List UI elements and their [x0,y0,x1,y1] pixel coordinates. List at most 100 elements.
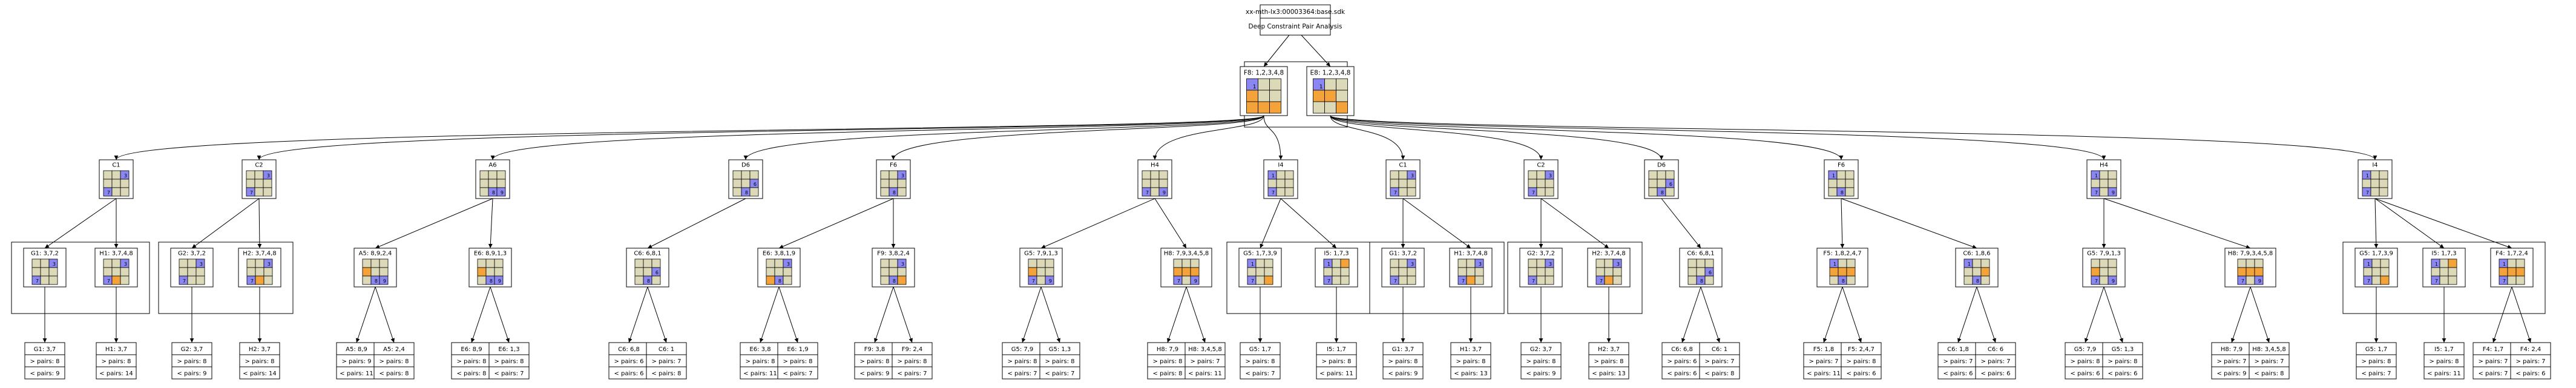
cell-number: 1 [1832,173,1835,179]
node-label: I5: 1,7,3 [1324,251,1349,257]
leaf-lesser-pairs: < pairs: 6 [1846,370,1876,377]
node-label: H4 [2100,162,2108,169]
grid-cell [2380,275,2390,285]
leaf-greater-pairs: > pairs: 8 [494,358,524,365]
tree-edge [257,115,1264,160]
grid-cell [1648,187,1658,197]
grid-cell [880,258,890,268]
cell-number: 6 [656,270,659,275]
leaf-node: G5: 1,7> pairs: 8< pairs: 7 [2356,342,2397,380]
tree-edge [2085,286,2104,343]
leaf-box [1184,342,1226,380]
grid-cell [1398,275,1408,285]
leaf-pair: A5: 8,9 [346,346,367,353]
grid-cell [488,170,498,180]
grid-cell [741,179,751,188]
grid-cell [496,187,506,197]
pair-cluster [158,242,294,314]
leaf-greater-pairs: > pairs: 8 [745,358,775,365]
grid-cell [1255,275,1265,285]
grid-cell [1407,187,1416,197]
node-label: H8: 7,9,3,4,5,8 [2228,251,2273,257]
cell-number: 7 [36,278,39,284]
leaf-pair: H2: 3,7 [1598,346,1620,353]
leaf-box [373,342,415,380]
leaf-box [892,342,933,380]
cell-number: 9 [1163,190,1166,196]
grid-cell [1028,267,1037,277]
grid-cell [1828,179,1838,188]
leaf-lesser-pairs: < pairs: 14 [99,370,133,377]
grid-cell [1528,258,1537,268]
grid-cell [1604,275,1614,285]
leaf-greater-pairs: > pairs: 7 [2515,358,2545,365]
leaf-greater-pairs: > pairs: 9 [341,358,371,365]
grid-cell [187,275,197,285]
grid-cell [783,267,792,277]
cluster-layer [11,61,2546,314]
leaf-lesser-pairs: < pairs: 6 [1943,370,1973,377]
tree-edge [1823,286,1843,343]
grid-cell [246,170,255,180]
grid-cell [263,187,272,197]
grid-cell [1528,170,1537,180]
grid-cell [1457,258,1467,268]
leaf-pair: E6: 1,9 [787,346,808,353]
cell-number: 8 [1841,190,1844,196]
cell-number: 3 [1617,261,1620,267]
leaf-pair: G5: 1,3 [1049,346,1071,353]
node-label: F6 [1838,162,1845,169]
grid-cell [1398,258,1408,268]
level2-node: G5: 1,7,3,917 [1238,248,1282,288]
tree-edge [2492,286,2512,343]
node-label: G2: 3,7,2 [1527,251,1555,257]
grid-cell [1150,170,1160,180]
grid-cell [1474,275,1484,285]
grid-cell [1536,267,1546,277]
grid-cell [2448,275,2457,285]
grid-cell [1604,258,1614,268]
grid-cell [1340,267,1350,277]
leaf-node: A5: 8,9> pairs: 9< pairs: 11 [336,342,377,380]
grid-cell [196,275,205,285]
grid-cell [370,258,380,268]
grid-cell [1648,170,1658,180]
tree-edge [2374,198,2445,249]
cell-number: 7 [2367,278,2370,284]
leaf-box [2423,342,2465,380]
grid-cell [1528,179,1537,188]
cell-number: 3 [53,261,56,267]
grid-cell [1324,78,1336,91]
leaf-node: G1: 3,7> pairs: 8< pairs: 9 [24,342,65,380]
grid-cell [111,267,121,277]
level2-node: F4: 1,7,2,417 [2490,248,2534,288]
grid-cell [2507,258,2517,268]
cell-number: 1 [2503,261,2506,267]
grid-cell [880,179,890,188]
leaf-greater-pairs: > pairs: 8 [1594,358,1623,365]
cell-number: 7 [1272,190,1275,196]
grid-cell [477,267,487,277]
leaf-lesser-pairs: < pairs: 9 [1526,370,1556,377]
leaf-node: G5: 1,7> pairs: 8< pairs: 7 [1240,342,1281,380]
grid-cell [1264,267,1273,277]
leaf-lesser-pairs: < pairs: 11 [2427,370,2460,377]
grid-cell [1158,179,1168,188]
grid-cell [1150,179,1160,188]
leaf-greater-pairs: > pairs: 8 [2108,358,2137,365]
cell-number: 1 [1272,173,1275,179]
cell-number: 9 [2112,278,2115,284]
leaf-pair: C6: 1 [1712,346,1727,353]
leaf-box [2249,342,2290,380]
header-box [1260,4,1331,36]
grid-cell [40,267,50,277]
leaf-box [1661,342,1703,380]
grid-cell [749,170,759,180]
tree-edge [2103,286,2123,343]
cell-number: 3 [1411,173,1414,179]
cell-number: 1 [1968,261,1971,267]
grid-cell [2370,187,2380,197]
level2-node: G2: 3,7,237 [170,248,214,288]
leaf-box [646,342,687,380]
